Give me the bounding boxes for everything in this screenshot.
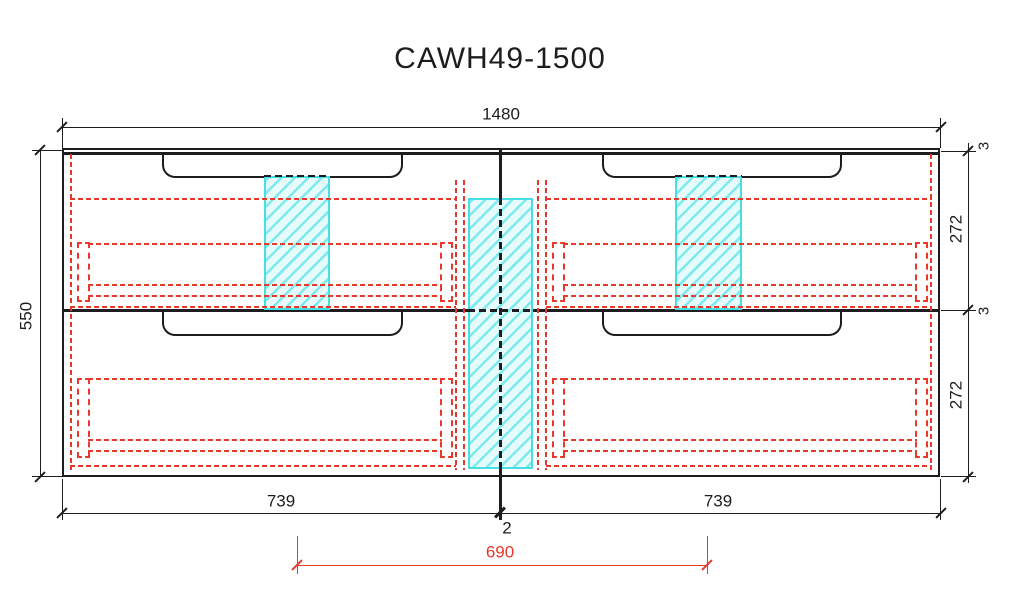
hidden-edge-bottom-right: [546, 465, 932, 467]
hidden-edge-shelf-left-upper: [70, 306, 456, 308]
dim-label-top-gap: 3: [975, 141, 993, 151]
handle-recess-lower-right: [602, 311, 842, 336]
dim-label-upper-drawer-front: 272: [946, 214, 966, 244]
center-dashed-line: [499, 198, 502, 469]
hidden-edge-basin-line-left: [70, 198, 456, 200]
hidden-edge-center-right-inner: [545, 180, 547, 470]
drawer-slide-bracket: [77, 378, 90, 458]
dim-label-left-section: 739: [266, 491, 296, 511]
dimension-extension-line: [940, 479, 941, 520]
dim-label-overall-width: 1480: [482, 104, 520, 124]
dimension-line-hatch-span: [297, 565, 708, 566]
dim-label-hatch-span: 690: [485, 542, 515, 562]
hidden-edge-shelf-right-upper: [546, 306, 932, 308]
drawer-slide-bracket: [915, 242, 928, 302]
dimension-extension-line: [62, 479, 63, 520]
dimension-extension-line-red: [707, 536, 708, 574]
hidden-edge-bottom-left: [70, 465, 456, 467]
drawer-slide-bracket: [440, 242, 453, 302]
dimension-line-overall-height: [40, 150, 41, 477]
hidden-edge-left-wall: [70, 154, 72, 470]
drawer-slide-bracket: [915, 378, 928, 458]
drawer-box-rail: [563, 295, 917, 297]
drawer-slide-bracket: [77, 242, 90, 302]
dimension-extension-line: [62, 118, 63, 148]
drawer-box-rail: [88, 450, 442, 452]
drawer-box-rail: [88, 439, 442, 441]
drawer-box-rail: [563, 450, 917, 452]
dimension-extension-line: [32, 476, 62, 477]
dimension-extension-line-red: [297, 536, 298, 574]
handle-recess-lower-left: [162, 311, 403, 336]
drawing-title: CAWH49-1500: [394, 42, 606, 75]
drawer-box-rail: [88, 378, 442, 380]
drawer-slide-bracket: [440, 378, 453, 458]
hidden-edge-center-left-outer: [455, 180, 457, 470]
handle-edge-dashed-right: [675, 175, 742, 177]
drawer-slide-bracket: [552, 378, 565, 458]
hidden-edge-basin-line-right: [546, 198, 932, 200]
hidden-edge-right-wall: [930, 154, 932, 470]
drawer-box-rail: [563, 243, 917, 245]
handle-edge-dashed-left: [264, 175, 330, 177]
dimension-extension-line: [940, 118, 941, 148]
drawer-box-rail: [88, 295, 442, 297]
drawer-box-rail: [88, 284, 442, 286]
drawer-slide-bracket: [552, 242, 565, 302]
dim-label-middle-gap: 3: [975, 306, 993, 316]
divider-dashed-center: [468, 309, 533, 312]
dim-label-right-section: 739: [703, 491, 733, 511]
dim-label-overall-height: 550: [16, 301, 36, 331]
drawer-box-rail: [563, 284, 917, 286]
dimension-line-drawer-fronts: [968, 143, 969, 483]
dimension-line-overall-width: [62, 127, 941, 128]
drawer-box-rail: [563, 439, 917, 441]
hidden-edge-center-left-inner: [463, 180, 465, 470]
hidden-edge-center-right-outer: [537, 180, 539, 470]
dimension-extension-line: [32, 150, 62, 151]
drawer-box-rail: [563, 378, 917, 380]
dimension-line-sections: [62, 513, 941, 514]
drawer-box-rail: [88, 243, 442, 245]
dim-label-lower-drawer-front: 272: [946, 380, 966, 410]
dim-label-center-panel: 2: [502, 518, 512, 538]
dimension-extension-line: [941, 310, 976, 311]
dimension-extension-line: [941, 151, 976, 152]
dimension-extension-line: [941, 476, 976, 477]
